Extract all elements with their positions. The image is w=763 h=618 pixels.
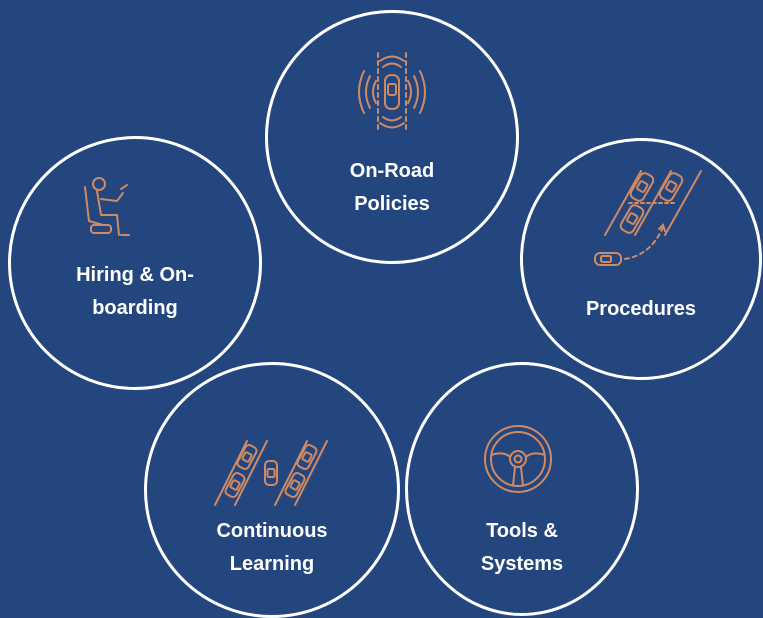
seated-driver-icon [84,177,130,236]
node-label: Hiring & On- boarding [11,259,259,325]
node-label: Continuous Learning [147,515,397,581]
label-line: Hiring & On- [76,264,194,286]
node-label: Tools & Systems [408,515,636,581]
label-line: Tools & [486,520,558,542]
label-line: Policies [354,193,430,215]
node-on-road-policies: On-Road Policies [265,10,519,264]
label-line: Procedures [585,298,697,320]
parking-maneuver-icon [594,170,702,266]
parking-lot-icon [214,440,328,506]
label-line: Systems [480,553,564,575]
car-sensor-waves-icon [358,52,426,134]
label-line: Continuous [216,520,328,542]
node-continuous-learning: Continuous Learning [144,362,400,618]
node-label: On-Road Policies [268,155,516,221]
label-line: Learning [229,553,315,575]
node-hiring-onboarding: Hiring & On- boarding [8,136,262,390]
label-line: boarding [92,297,178,319]
node-label: Procedures [523,293,759,326]
steering-wheel-icon [484,425,552,493]
node-procedures: Procedures [520,138,762,380]
label-line: On-Road [349,160,435,182]
node-tools-systems: Tools & Systems [405,362,639,616]
